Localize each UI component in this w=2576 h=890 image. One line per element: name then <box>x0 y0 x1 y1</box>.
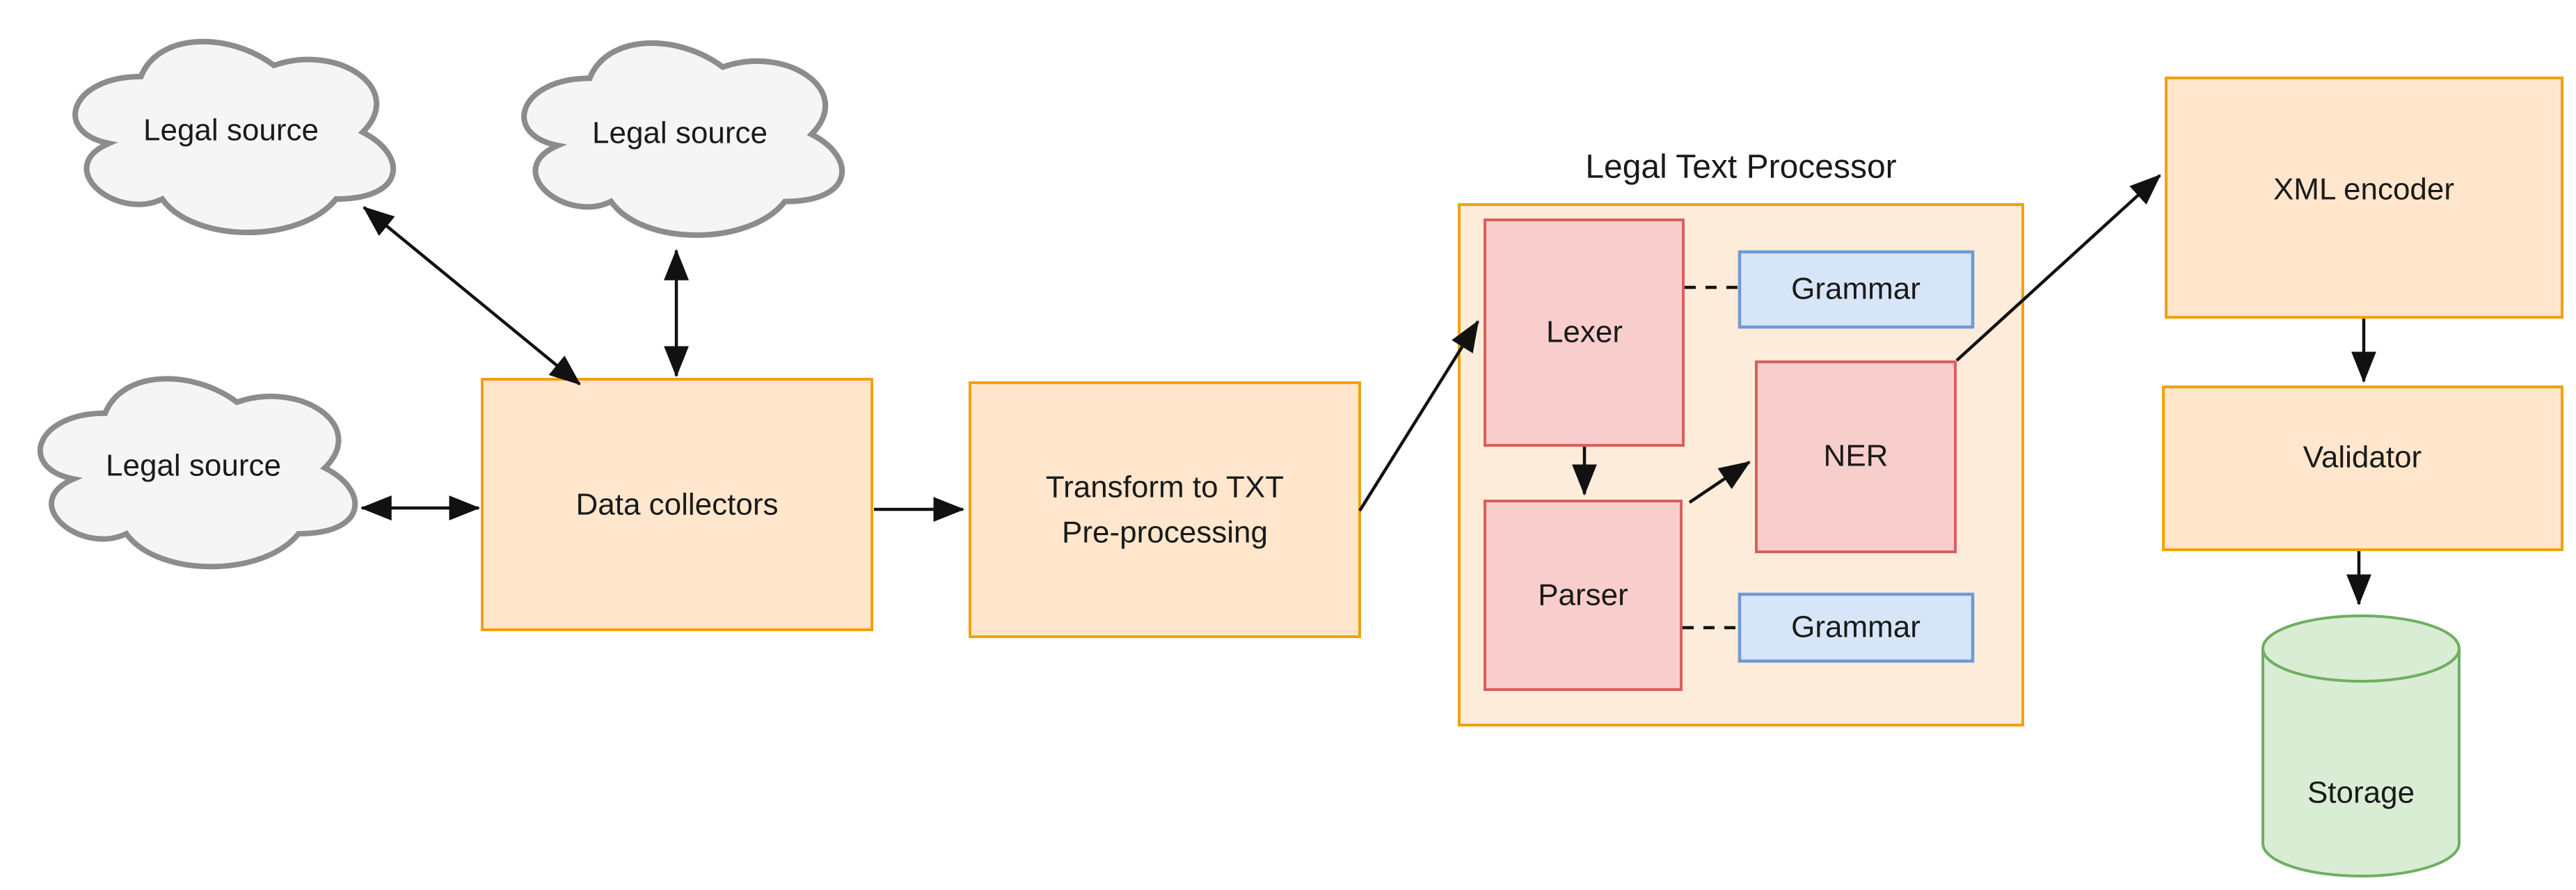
grammar-top-label: Grammar <box>1791 272 1921 306</box>
xml-encoder-box <box>2165 77 2563 319</box>
legal-text-processor-title: Legal Text Processor <box>1585 149 1896 186</box>
lexer-box <box>1484 218 1685 447</box>
ner-label: NER <box>1824 439 1889 473</box>
storage-cylinder-top <box>2261 614 2460 683</box>
legal-text-processor-group: Legal Text Processor Lexer Grammar NER P… <box>1458 149 2024 726</box>
legal-source-cloud-bottom-left: Legal source <box>40 379 355 566</box>
parser-box <box>1484 500 1683 691</box>
arrow-ner-xml-encoder <box>1955 174 2161 362</box>
node-xml-encoder: XML encoder <box>2165 77 2563 319</box>
transform-label-line2: Pre-processing <box>1062 516 1268 550</box>
validator-box <box>2162 386 2563 551</box>
parser-label: Parser <box>1538 578 1628 612</box>
arrow-transform-lexer <box>1358 320 1479 512</box>
cloud-label: Legal source <box>592 116 768 150</box>
cloud-label: Legal source <box>106 449 281 483</box>
transform-label-line1: Transform to TXT <box>1046 470 1284 504</box>
data-collectors-label: Data collectors <box>575 488 778 522</box>
arrow-parser-ner <box>1688 461 1751 504</box>
cloud-label: Legal source <box>143 113 319 148</box>
xml-encoder-label: XML encoder <box>2273 173 2454 207</box>
legal-source-cloud-top-left: Legal source <box>75 42 393 232</box>
grammar-bottom-box <box>1738 592 1975 663</box>
grammar-bottom-label: Grammar <box>1791 610 1921 644</box>
validator-label: Validator <box>2303 440 2422 475</box>
data-collectors-box <box>481 378 873 631</box>
grammar-top-box <box>1738 250 1975 329</box>
node-transform-to-txt: Transform to TXT Pre-processing <box>969 381 1361 638</box>
legal-source-cloud-top-middle: Legal source <box>524 43 842 235</box>
node-validator: Validator <box>2162 386 2563 551</box>
transform-box <box>969 381 1361 638</box>
arrow-cloud1-data-collectors <box>363 206 581 386</box>
node-storage: Storage <box>2261 614 2460 877</box>
ner-box <box>1755 360 1957 553</box>
storage-label: Storage <box>2307 776 2415 810</box>
lexer-label: Lexer <box>1546 315 1623 349</box>
storage-cylinder-body <box>2261 649 2460 877</box>
node-data-collectors: Data collectors <box>481 378 873 631</box>
